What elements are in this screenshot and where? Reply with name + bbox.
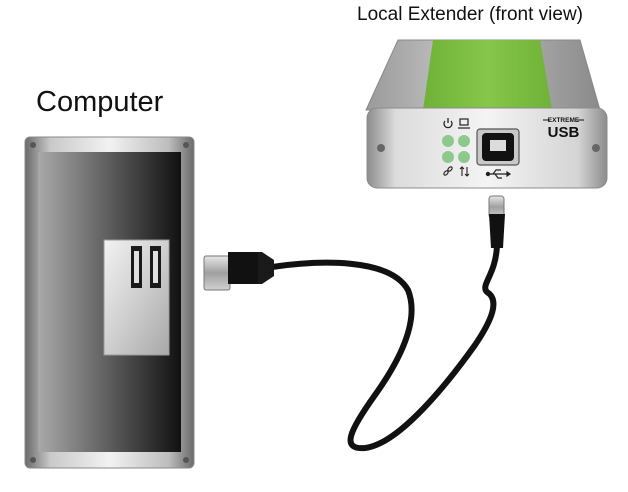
activity-arrows-icon [459,166,470,177]
usb-b-port [476,128,520,166]
host-computer-icon [458,118,470,129]
led-indicator [442,135,454,147]
led-indicator [458,151,470,163]
screw-icon [183,457,189,463]
screw-icon [592,144,600,152]
screw-icon [30,457,36,463]
led-indicator [458,135,470,147]
usb-port-plate [103,239,170,356]
brand-main-text: USB [548,124,580,141]
link-icon [443,166,453,176]
extreme-usb-logo: EXTREME USB [543,117,584,141]
screw-icon [377,144,385,152]
extender-green-stripe [423,40,552,110]
power-icon [443,118,453,129]
usb-cable [203,195,505,452]
computer [24,136,195,469]
usb-a-plug [203,252,274,291]
extender-label: Local Extender (front view) [357,4,583,25]
computer-label: Computer [36,86,164,118]
cable-wire [269,242,500,452]
usb-b-plug [488,195,505,248]
brand-top-text: EXTREME [548,117,580,124]
screw-icon [30,142,36,148]
screw-icon [183,142,189,148]
local-extender: EXTREME USB [365,39,608,189]
usb-trident-icon [485,169,512,179]
led-indicator [442,151,454,163]
